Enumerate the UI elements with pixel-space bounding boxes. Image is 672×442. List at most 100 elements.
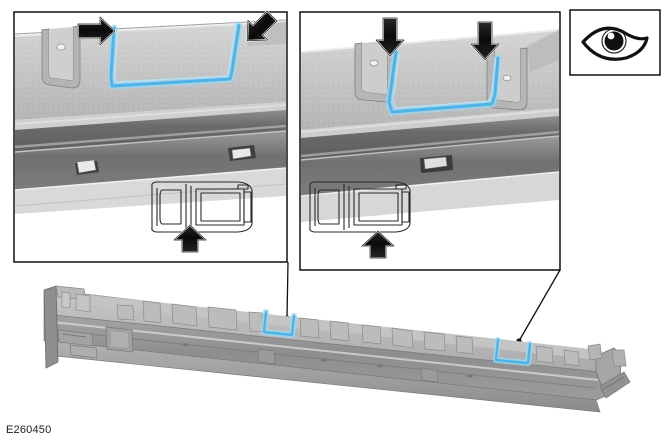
rib-5: [248, 311, 264, 333]
rib-11: [455, 335, 474, 355]
panel-bottom-flange: [15, 168, 286, 214]
panel2-top-edge: [301, 29, 559, 53]
rocker-left-end: [43, 285, 98, 369]
panel-band-highlight-1: [15, 104, 286, 125]
leader-line-right: [518, 269, 561, 342]
rib-13: [563, 349, 580, 367]
vehicle-roof-2: [353, 188, 403, 226]
rocker-mid-boss-inner: [111, 331, 128, 348]
left-end-tab-b: [75, 293, 91, 313]
bracket-hole-left-2: [369, 59, 379, 67]
detail-view-front-content: [15, 19, 286, 214]
arrow-diagonal-outline: [246, 10, 278, 42]
vehicle-hood: [159, 189, 182, 225]
highlight-u-channel-inner: [114, 25, 236, 83]
vehicle-top-view-icon-rear: [309, 181, 411, 259]
left-end-foot: [69, 344, 98, 359]
left-end-lower-bracket: [57, 329, 94, 347]
face-hole-4: [467, 374, 473, 378]
rib-1: [116, 304, 135, 321]
vehicle-roof-inner: [200, 192, 241, 222]
highlight-trapezoid-inner: [392, 53, 496, 109]
rib-2: [142, 300, 162, 324]
bracket-hole-left: [56, 43, 66, 51]
face-hole-1: [183, 343, 189, 347]
panel2-band-sheen: [301, 130, 559, 158]
right-end-tab-a: [587, 343, 603, 361]
arrow-right: [77, 16, 116, 46]
rib-4: [207, 306, 238, 331]
vehicle-hood-2: [317, 189, 340, 225]
highlight-u-channel-line: [109, 23, 241, 88]
rib-8: [361, 324, 382, 345]
vehicle-rear-detail: [237, 184, 249, 190]
vehicle-roof-inner-2: [358, 192, 399, 222]
eye-highlight: [607, 32, 615, 40]
panel2-band-edge: [301, 135, 559, 161]
bracket-tab-left-inner: [49, 27, 73, 81]
arrow-down-left-tab-outline: [375, 17, 405, 57]
bracket-hole-right-2: [502, 74, 512, 82]
rib-10: [423, 331, 446, 352]
vehicle-rear-2: [401, 191, 410, 223]
rocker-face-holes: [183, 343, 473, 378]
arrow-diagonal-down-left: [246, 10, 278, 42]
clip-right: [231, 147, 252, 160]
arrow-right-outline: [77, 16, 116, 46]
bracket-tab-left-2-inner: [362, 41, 387, 95]
leader-line-left: [286, 261, 289, 319]
panel-band-sheen: [15, 124, 286, 149]
highlight-left-line: [262, 310, 296, 337]
vehicle-body-outline-2: [309, 181, 411, 233]
eye-iris-ring: [601, 28, 627, 54]
vehicle-body-outline: [151, 181, 253, 233]
panel-bottom-flange-shadow: [15, 183, 286, 207]
vehicle-rear: [243, 191, 252, 223]
arrow-down-left-tab: [375, 17, 405, 57]
clip-slots-2: [420, 155, 453, 173]
left-end-lower-bracket-line: [61, 333, 87, 338]
left-end-web: [43, 285, 59, 369]
highlight-u-channel: [107, 21, 243, 90]
vehicle-direction-arrow-up-2-outline: [361, 230, 395, 259]
rib-9: [391, 327, 414, 349]
rocker-ribs: [116, 300, 580, 367]
eye-view-icon: [581, 26, 649, 61]
face-hole-3: [377, 364, 383, 368]
panel-band-edge: [15, 130, 286, 153]
highlight-trapezoid: [385, 48, 502, 116]
vehicle-roof: [195, 188, 245, 226]
clip-slots: [75, 145, 256, 175]
rib-3: [171, 303, 198, 327]
detail-view-rear-content: [301, 29, 559, 222]
panel2-band-highlight: [301, 109, 559, 133]
eye-iris: [604, 31, 624, 51]
panel-upper-face-texture: [15, 22, 286, 120]
rib-6: [299, 317, 320, 339]
rocker-mid-pad-2: [257, 348, 276, 365]
arrow-down-right-tab-outline: [470, 21, 500, 61]
detail-view-rear: [299, 11, 561, 271]
vehicle-top-view-icon-front: [151, 181, 253, 253]
highlight-trapezoid-line: [387, 50, 500, 114]
arrow-down-right-tab: [470, 21, 500, 61]
panel-bottom-flange-edge: [15, 167, 286, 191]
rocker-panel-assembly: [43, 285, 631, 413]
highlight-right: [493, 337, 533, 366]
face-hole-2: [321, 358, 327, 362]
rocker-right-end: [587, 343, 631, 399]
highlight-right-line: [494, 338, 532, 365]
rib-12: [535, 345, 554, 364]
rib-7: [329, 320, 350, 342]
rocker-face-sheen: [51, 321, 599, 381]
clip-centre: [423, 156, 448, 170]
left-end-tab-a: [61, 291, 71, 309]
view-indicator: [569, 9, 661, 76]
panel2-right-shoulder: [527, 30, 559, 72]
highlight-left: [261, 309, 297, 338]
vehicle-direction-arrow-up-outline: [173, 224, 207, 253]
vehicle-rear-detail-2: [395, 184, 407, 190]
panel2-bottom-flange: [301, 172, 559, 222]
right-end-foot-line: [601, 376, 625, 391]
